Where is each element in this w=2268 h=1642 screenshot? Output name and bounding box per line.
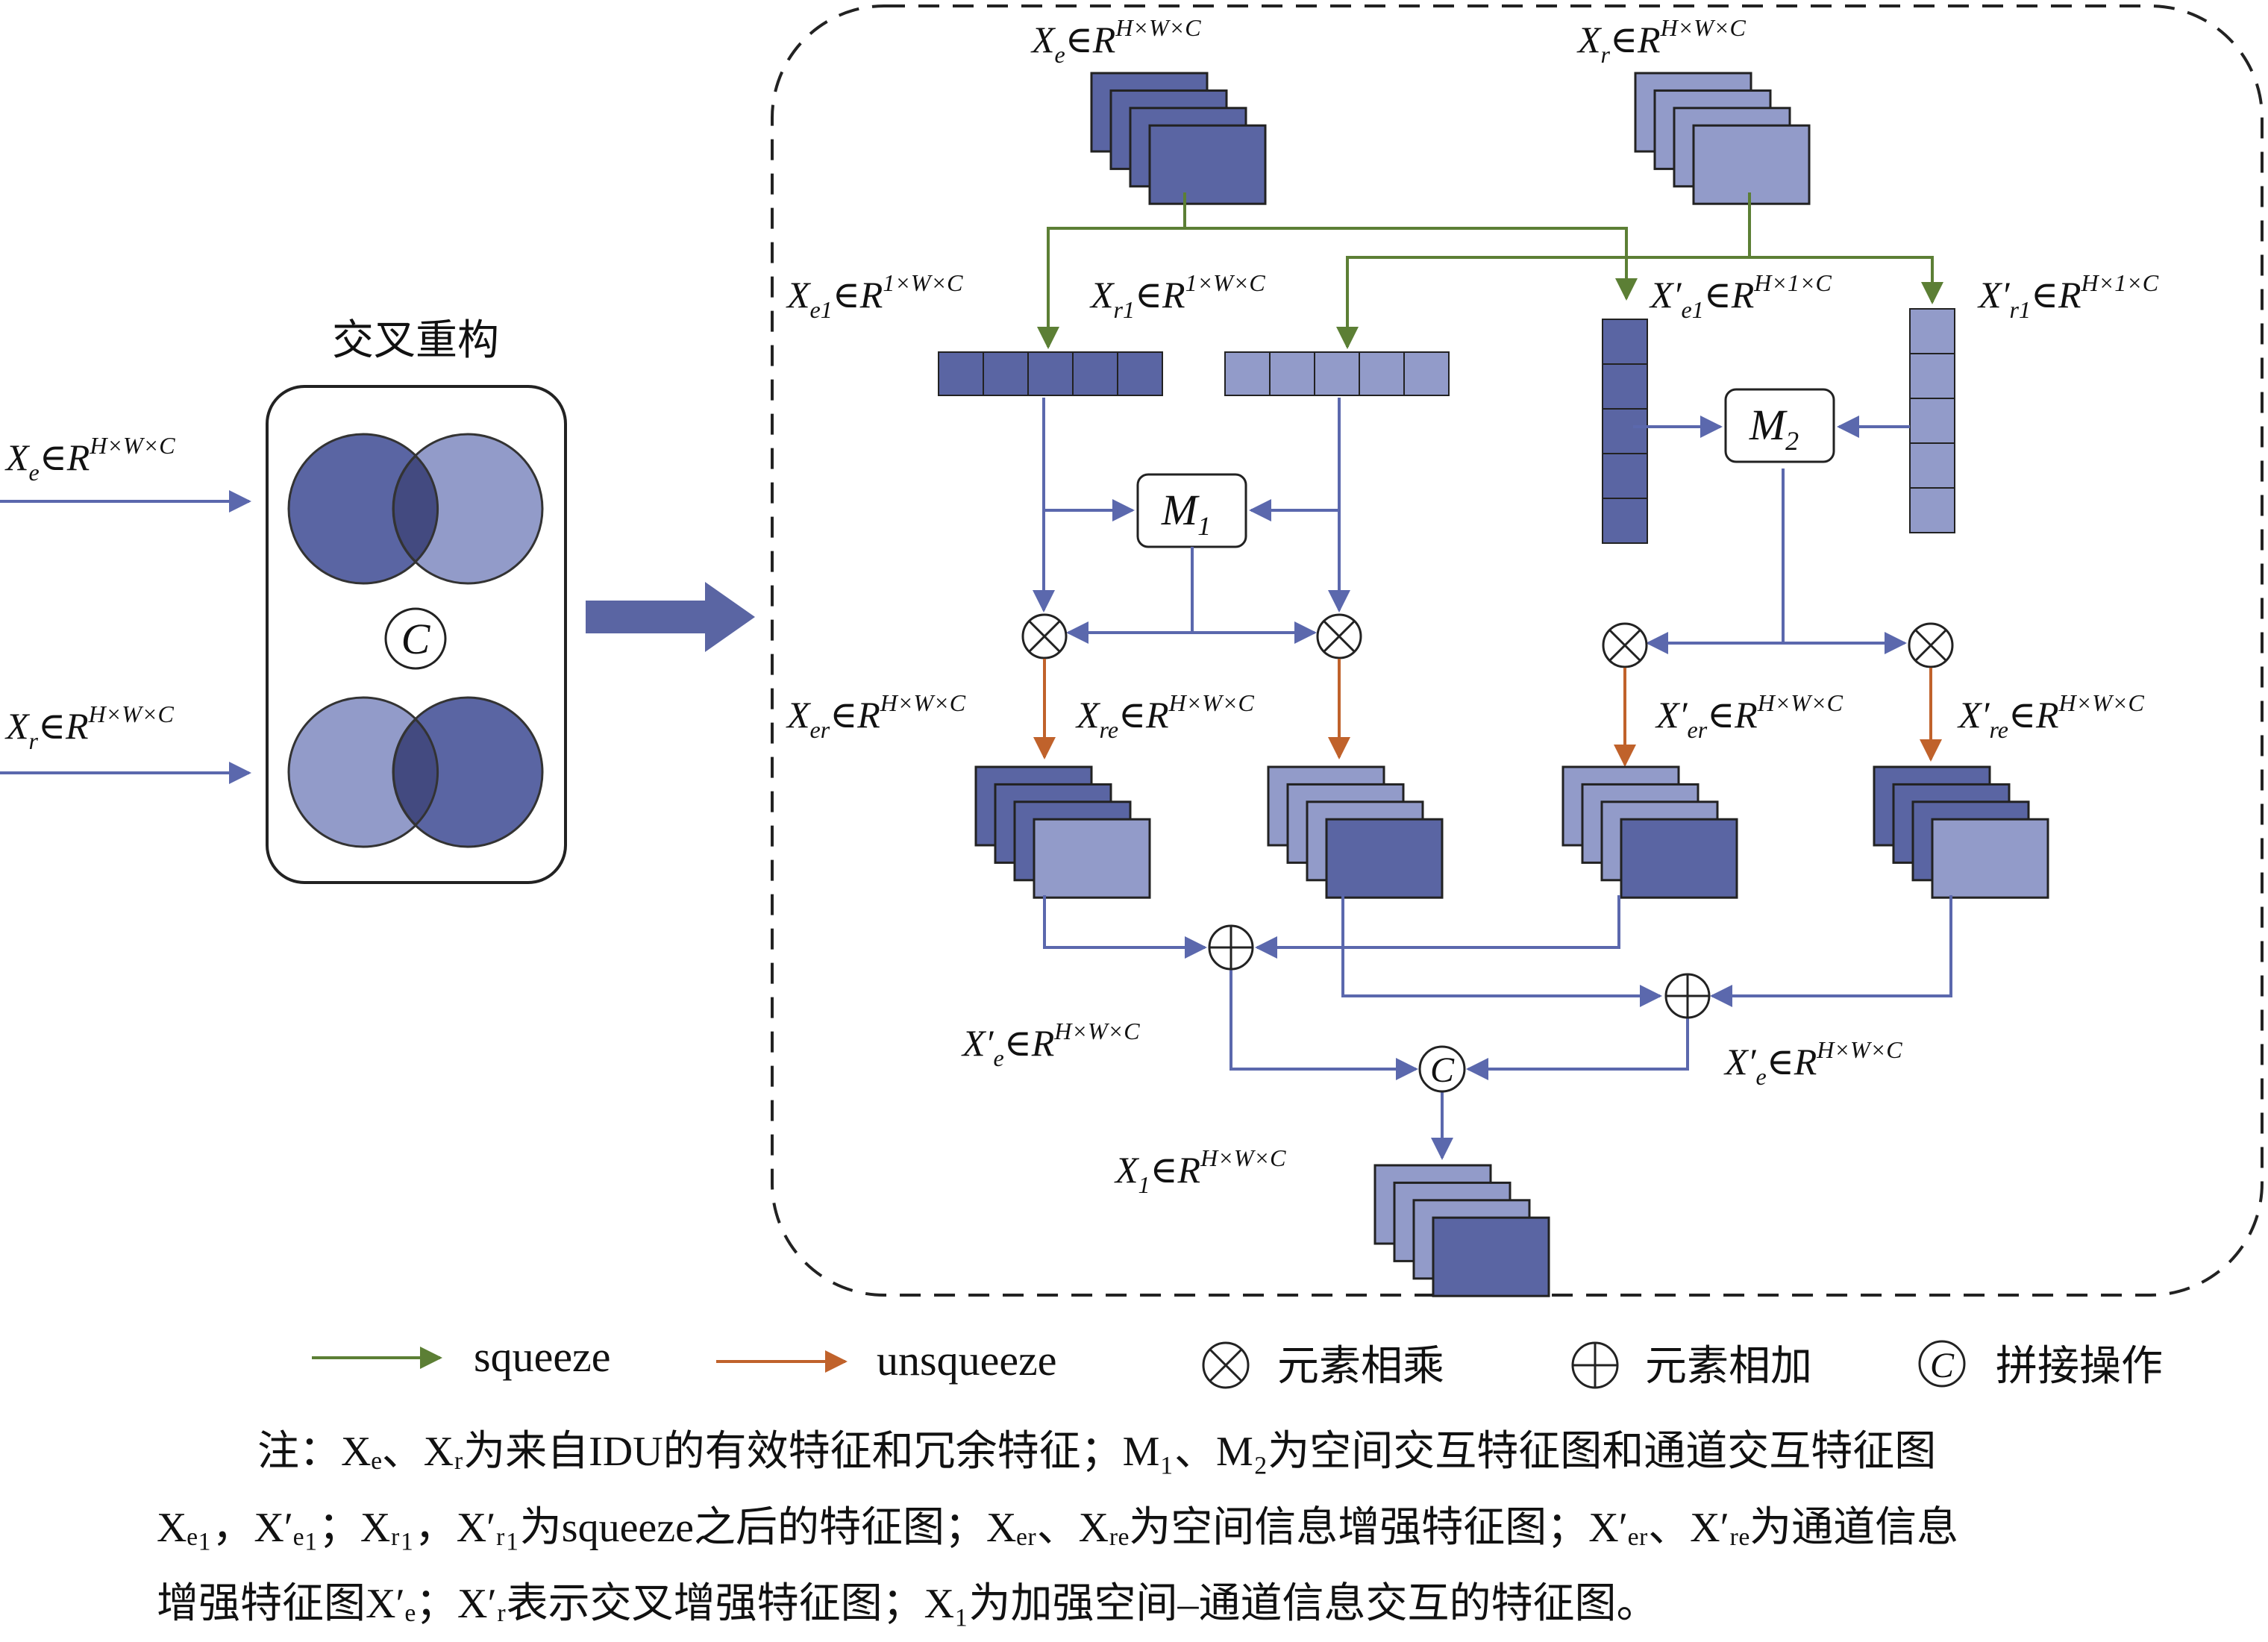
feature-map-layer (1620, 818, 1738, 899)
legend-multiply: 元素相乘 (1277, 1342, 1444, 1391)
add-icon-2 (1664, 973, 1711, 1019)
concat-symbol-module: C (1430, 1050, 1455, 1090)
xe-label: Xe∈RH×W×C (1030, 14, 1201, 68)
strip-cell (1602, 319, 1648, 365)
spatial-flow (1033, 398, 1350, 644)
xpre-label: X′re∈RH×W×C (1957, 689, 2144, 743)
feature-map-layer (1931, 818, 2049, 899)
channel-flow (1633, 416, 1910, 654)
caption-line-3: 增强特征图X′ₑ；X′ᵣ表示交叉增强特征图；X₁为加强空间–通道信息交互的特征图… (157, 1581, 1658, 1627)
squeeze-lines (1037, 192, 1943, 349)
strip-cell (1602, 363, 1648, 410)
x1-label: X1∈RH×W×C (1114, 1144, 1286, 1198)
concat-icon (384, 607, 447, 670)
combine-flow (1043, 895, 1952, 1160)
big-flow-arrow (586, 582, 755, 652)
strip-cell (1117, 351, 1163, 396)
caption-line-2: Xₑ₁，X′ₑ₁；Xᵣ₁，X′ᵣ₁为squeeze之后的特征图；Xₑᵣ、Xᵣₑ为… (157, 1505, 1959, 1551)
strip-cell (1909, 398, 1955, 444)
strip-cell (1602, 408, 1648, 454)
feature-map-layer (1325, 818, 1444, 899)
multiply-icon-1 (1021, 613, 1068, 659)
concat-icon-module (1418, 1045, 1466, 1093)
xpe-right-label: X′e∈RH×W×C (1723, 1036, 1902, 1090)
legend-add: 元素相加 (1645, 1342, 1812, 1391)
legend-multiply-icon (1202, 1341, 1250, 1389)
xr-label: Xr∈RH×W×C (1576, 14, 1747, 68)
concat-symbol: C (401, 615, 431, 663)
xr1-label: Xr1∈R1×W×C (1089, 269, 1265, 323)
multiply-icon-2 (1316, 613, 1362, 659)
venn-top (287, 433, 544, 585)
strip-xe1 (938, 351, 1163, 396)
feature-map-layer (1692, 124, 1811, 205)
strip-cell (1224, 351, 1271, 396)
caption-line-1: 注：Xₑ、Xᵣ为来自IDU的有效特征和冗余特征；M₁、M₂为空间交互特征图和通道… (257, 1429, 1937, 1475)
strip-xpe1 (1602, 319, 1648, 544)
unsqueeze-arrows (1033, 659, 1942, 767)
multiply-icon-4 (1908, 622, 1954, 668)
m1-label: M1 (1161, 486, 1211, 541)
stack-xper (1561, 765, 1738, 899)
legend-unsqueeze: unsqueeze (877, 1336, 1057, 1385)
strip-cell (1403, 351, 1450, 396)
xre-label: Xre∈RH×W×C (1075, 689, 1255, 743)
feature-map-layer (1033, 818, 1151, 899)
strip-xr1 (1224, 351, 1450, 396)
legend-concat: 拼接操作 (1996, 1342, 2163, 1391)
strip-cell (1602, 498, 1648, 544)
strip-xpr1 (1909, 308, 1955, 533)
xpe-left-label: X′e∈RH×W×C (961, 1018, 1140, 1071)
strip-cell (1359, 351, 1405, 396)
cross-reconstruction-title: 交叉重构 (332, 316, 499, 365)
legend-concat-icon (1918, 1340, 1966, 1388)
xpe1-label: X′e1∈RH×1×C (1649, 269, 1832, 323)
m2-box (1724, 388, 1835, 463)
feature-map-layer (1148, 124, 1267, 205)
strip-cell (1314, 351, 1360, 396)
strip-cell (983, 351, 1029, 396)
venn-bottom (287, 696, 544, 848)
stack-xer (974, 765, 1151, 899)
add-icon-1 (1208, 924, 1254, 971)
legend-add-icon (1571, 1341, 1619, 1389)
strip-cell (1909, 308, 1955, 354)
xe1-label: Xe1∈R1×W×C (786, 269, 963, 323)
strip-cell (1072, 351, 1118, 396)
input-xe-label: Xe∈RH×W×C (4, 432, 175, 486)
caption-note: 注：Xₑ、Xᵣ为来自IDU的有效特征和冗余特征；M₁、M₂为空间交互特征图和通道… (157, 1414, 2246, 1642)
feature-map-layer (1432, 1216, 1550, 1297)
strip-cell (1602, 453, 1648, 499)
strip-cell (1909, 442, 1955, 489)
cross-reconstruction-box (266, 385, 567, 884)
input-xr-label: Xr∈RH×W×C (4, 701, 175, 754)
legend-concat-symbol: C (1930, 1346, 1955, 1385)
legend: squeeze unsqueeze 元素相乘 元素相加 C 拼接操作 (312, 1332, 2163, 1391)
stack-x1 (1373, 1164, 1550, 1297)
multiply-icon-3 (1602, 622, 1648, 668)
strip-cell (1909, 487, 1955, 533)
stack-xr (1634, 72, 1811, 205)
strip-cell (1909, 353, 1955, 399)
xper-label: X′er∈RH×W×C (1655, 689, 1843, 743)
strip-cell (1269, 351, 1315, 396)
strip-cell (1027, 351, 1074, 396)
stack-xe (1090, 72, 1267, 205)
stack-xpre (1873, 765, 2049, 899)
module-dashed-box (771, 4, 2264, 1297)
xer-label: Xer∈RH×W×C (786, 689, 966, 743)
m2-label: M2 (1749, 401, 1799, 456)
xpr1-label: X′r1∈RH×1×C (1977, 269, 2159, 323)
strip-cell (938, 351, 984, 396)
legend-squeeze: squeeze (474, 1332, 611, 1381)
stack-xre (1267, 765, 1444, 899)
